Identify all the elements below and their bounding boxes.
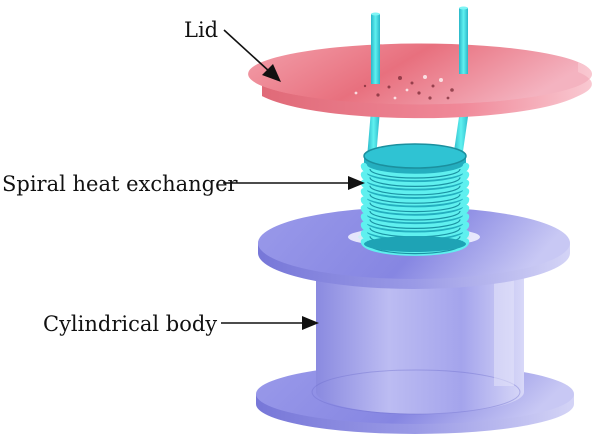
arrowhead-icon	[302, 316, 319, 330]
coil-turn	[360, 204, 470, 223]
coil-turn	[360, 179, 470, 198]
cylindrical-body	[311, 264, 524, 415]
lid-label: Lid	[184, 18, 218, 42]
coil-turn	[360, 221, 470, 240]
coil-turn-shade	[369, 202, 461, 213]
outlet-pipe	[459, 8, 468, 74]
body-label: Cylindrical body	[43, 312, 217, 336]
spiral-callout	[223, 176, 365, 190]
lid-callout	[223, 29, 281, 82]
coil-turn	[360, 162, 470, 181]
coil-turn-shade	[369, 168, 461, 179]
lid-texture	[354, 75, 454, 100]
arrowhead-icon	[348, 176, 365, 190]
coil-turn	[360, 213, 470, 231]
coil-turn-shade	[369, 219, 461, 229]
inlet-pipe	[371, 14, 380, 84]
coil-turn	[360, 196, 470, 214]
spiral-coil	[360, 110, 470, 256]
arrowhead-icon	[262, 64, 281, 82]
spiral-label: Spiral heat exchanger	[2, 172, 239, 196]
coil-turn-shade	[369, 185, 461, 196]
coil-turn-shade	[369, 177, 461, 187]
body-callout	[221, 316, 319, 330]
coil-turn-shade	[369, 194, 461, 204]
coil-turn	[360, 171, 470, 189]
coil-turn	[360, 187, 470, 206]
lid	[248, 6, 592, 119]
coil-turn-shade	[369, 210, 461, 221]
